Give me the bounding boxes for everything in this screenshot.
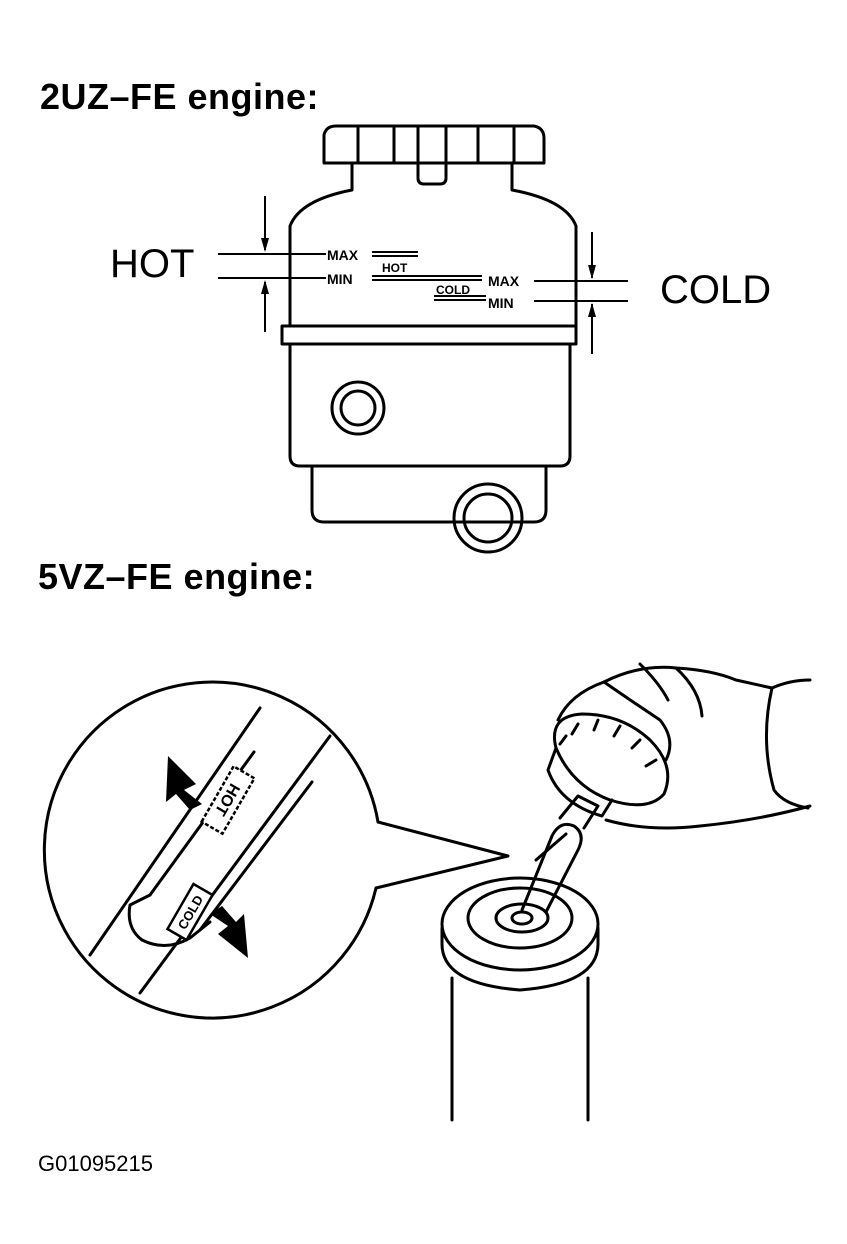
fluid-reservoir [440, 876, 600, 1122]
hot-level-marks [372, 251, 482, 281]
magnified-hot-mark: HOT [199, 764, 257, 836]
side-port [330, 380, 386, 436]
cold-max-text: MAX [488, 273, 520, 289]
cold-dimension-lines [534, 232, 628, 354]
magnified-dipstick: HOT COLD [88, 706, 332, 995]
hot-max-text: MAX [327, 247, 359, 263]
engine-a-heading: 2UZ–FE engine: [40, 76, 320, 117]
reservoir-cap [322, 124, 546, 186]
magnified-cold-mark: COLD [165, 882, 215, 942]
hot-level-label: HOT [110, 242, 195, 286]
cold-level-marks [434, 295, 486, 301]
hand [556, 662, 812, 830]
reservoir-cap-removed [546, 712, 670, 818]
engine-b-heading: 5VZ–FE engine: [38, 556, 316, 597]
hot-min-text: MIN [327, 271, 353, 287]
cold-pointer-arrow [210, 906, 248, 958]
cold-level-label: COLD [660, 268, 772, 312]
figure-reference: G01095215 [38, 1151, 153, 1176]
hot-dimension-lines [218, 196, 326, 332]
cold-min-text: MIN [488, 295, 514, 311]
outlet-port [452, 482, 524, 554]
dipstick-in-hand [520, 794, 600, 914]
hot-mark-text: HOT [382, 261, 408, 275]
reservoir-band [280, 324, 578, 346]
hot-pointer-arrow [166, 756, 202, 810]
magnified-callout [42, 680, 510, 1020]
cold-mark-text: COLD [436, 283, 470, 297]
